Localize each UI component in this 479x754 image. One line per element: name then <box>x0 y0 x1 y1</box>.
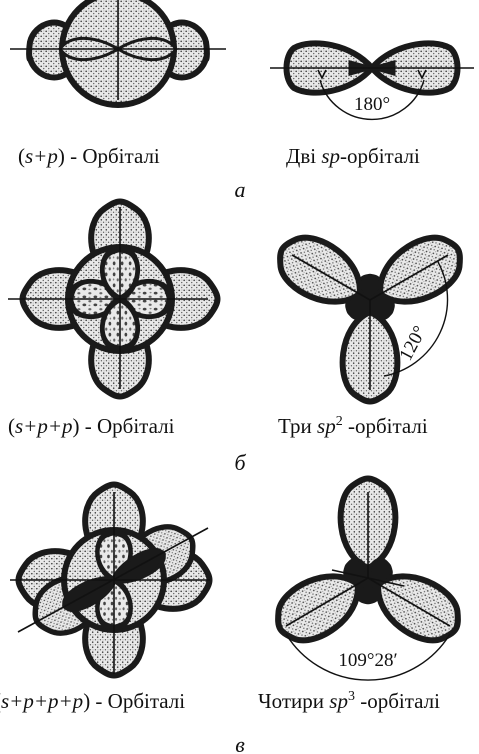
panel-letter-v: в <box>235 732 245 754</box>
panel-b: 120° (s+p+p) - Орбіталі Три sp2 -орбітал… <box>8 202 472 476</box>
angle-label-109: 109°28′ <box>338 650 397 671</box>
angle-label-180: 180° <box>354 94 390 115</box>
right-caption-b: Три sp2 -орбіталі <box>278 414 428 438</box>
s-plus-p-orbitals <box>10 0 226 105</box>
angle-label-120: 120° <box>395 323 430 365</box>
s-plus-p-plus-p-orbitals <box>8 202 218 397</box>
left-caption-v: (s+p+p+p) - Орбіталі <box>0 689 185 713</box>
left-caption-a: (s+p) - Орбіталі <box>18 144 160 168</box>
left-caption-b: (s+p+p) - Орбіталі <box>8 414 175 438</box>
right-caption-v: Чотири sp3 -орбіталі <box>258 689 440 713</box>
sp-orbitals: 180° <box>270 43 474 119</box>
panel-a: 180° (s+p) - Орбіталі Дві sp-орбіталі a <box>10 0 474 202</box>
s-plus-p-plus-p-plus-p-orbitals <box>10 485 210 676</box>
sp3-orbitals: 109°28′ <box>266 479 469 681</box>
panel-letter-a: a <box>235 177 246 202</box>
right-caption-a: Дві sp-орбіталі <box>286 144 420 168</box>
panel-v: 109°28′ (s+p+p+p) - Орбіталі Чотири sp3 … <box>0 479 470 754</box>
panel-letter-b: б <box>234 450 246 475</box>
sp2-orbitals: 120° <box>268 226 471 402</box>
